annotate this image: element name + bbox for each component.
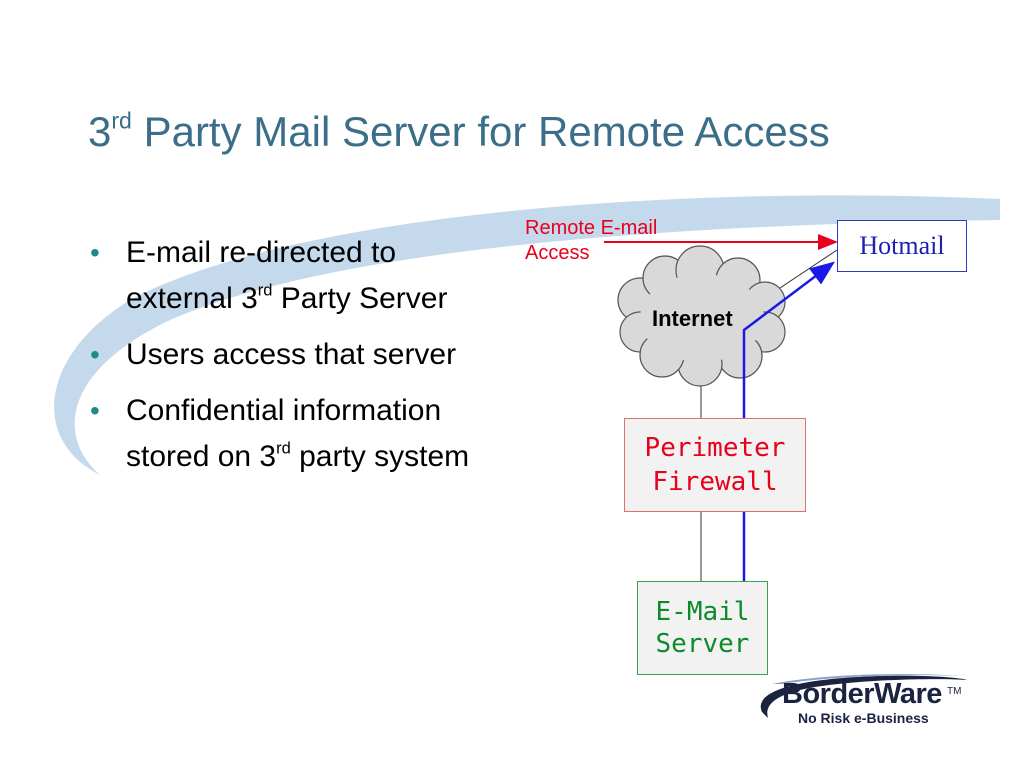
internet-label: Internet (652, 306, 733, 331)
bullet-item: • E-mail re-directed to external 3rd Par… (88, 230, 508, 322)
internet-cloud-icon (617, 245, 786, 387)
borderware-logo: BorderWare TM No Risk e-Business (752, 672, 992, 732)
remote-label-line: Access (525, 242, 590, 264)
hotmail-label: Hotmail (859, 231, 945, 260)
firewall-node: Perimeter Firewall (624, 418, 806, 512)
bullet-item: • Users access that server (88, 332, 508, 378)
bullet-list: • E-mail re-directed to external 3rd Par… (88, 230, 508, 490)
slide-title: 3rd Party Mail Server for Remote Access (88, 107, 830, 155)
logo-wordmark: BorderWare (782, 678, 942, 710)
firewall-label-line: Firewall (652, 467, 778, 497)
mail-server-node: E-Mail Server (637, 581, 768, 675)
bullet-marker-icon: • (90, 395, 100, 426)
bullet-marker-icon: • (90, 237, 100, 268)
firewall-label-line: Perimeter (644, 433, 786, 463)
remote-label-line: Remote E-mail (525, 217, 658, 239)
logo-trademark: TM (947, 686, 962, 697)
hotmail-node: Hotmail (837, 220, 967, 272)
logo-swoosh-icon (760, 674, 967, 718)
bullet-marker-icon: • (90, 339, 100, 370)
mail-label-line: E-Mail (655, 597, 750, 627)
mail-label-line: Server (655, 629, 750, 659)
remote-access-label: Remote E-mail Access (525, 216, 705, 266)
logo-tagline: No Risk e-Business (798, 710, 929, 726)
bullet-item: • Confidential information stored on 3rd… (88, 388, 508, 480)
